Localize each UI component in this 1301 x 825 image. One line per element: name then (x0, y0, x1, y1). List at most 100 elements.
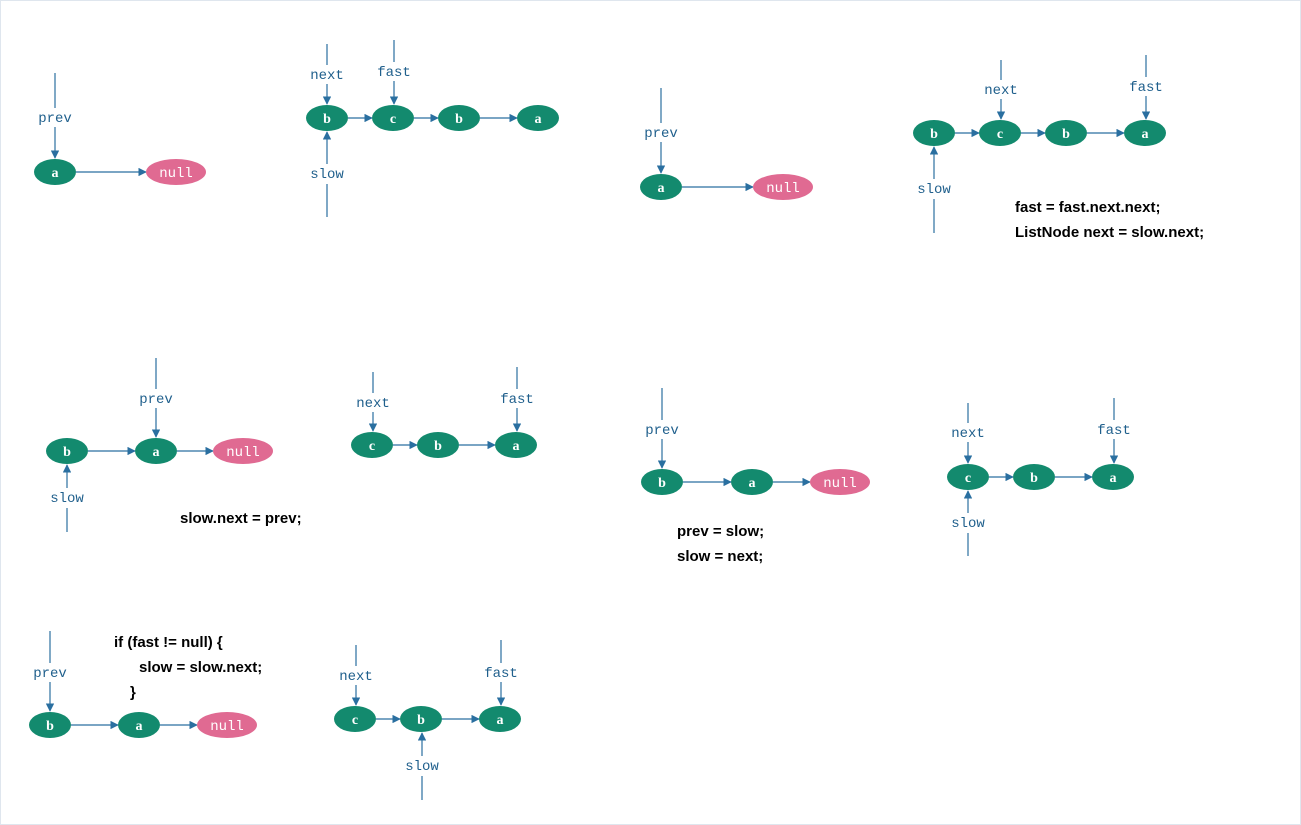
node-label: null (226, 445, 260, 461)
pointer-slow: slow (917, 146, 951, 233)
pointer-fast: fast (484, 640, 518, 706)
pointer-label: fast (500, 392, 534, 408)
pointer-next: next (951, 403, 985, 464)
pointer-slow: slow (405, 732, 439, 800)
list-node-c: c (351, 432, 393, 458)
list-node-shape (1124, 120, 1166, 146)
list-node-shape (640, 174, 682, 200)
pointer-slow: slow (310, 131, 344, 217)
list-node-c: c (334, 706, 376, 732)
list-node-b: b (306, 105, 348, 131)
pointer-label: slow (50, 491, 84, 507)
code-line: prev = slow; (677, 523, 764, 540)
null-node: null (213, 438, 273, 464)
list-node-b: b (913, 120, 955, 146)
list-node-b: b (1045, 120, 1087, 146)
pointer-label: fast (1129, 80, 1163, 96)
diagram-d5: b a null prev slow (46, 358, 273, 532)
null-node: null (810, 469, 870, 495)
node-label: b (658, 476, 666, 491)
node-label: null (823, 476, 857, 492)
node-label: b (455, 112, 463, 127)
node-label: b (46, 719, 54, 734)
pointer-label: prev (644, 126, 678, 142)
list-node-a: a (517, 105, 559, 131)
list-node-a: a (135, 438, 177, 464)
list-node-shape (46, 438, 88, 464)
code-block-code1: fast = fast.next.next;ListNode next = sl… (1015, 199, 1204, 241)
list-node-shape (517, 105, 559, 131)
list-node-shape (135, 438, 177, 464)
pointer-label: prev (38, 111, 72, 127)
code-line: } (130, 684, 136, 701)
node-label: a (535, 112, 542, 127)
diagram-d4: b c b a next fast slow (913, 55, 1166, 233)
list-node-a: a (1092, 464, 1134, 490)
list-node-shape (479, 706, 521, 732)
node-label: c (369, 439, 375, 454)
node-label: a (153, 445, 160, 460)
list-node-shape (400, 706, 442, 732)
list-node-c: c (979, 120, 1021, 146)
node-label: c (997, 127, 1003, 142)
null-node-shape (197, 712, 257, 738)
pointer-label: next (310, 68, 344, 84)
list-node-shape (1013, 464, 1055, 490)
pointer-label: prev (33, 666, 67, 682)
list-node-shape (1045, 120, 1087, 146)
list-node-a: a (34, 159, 76, 185)
pointer-label: slow (917, 182, 951, 198)
list-node-shape (731, 469, 773, 495)
pointer-label: next (984, 83, 1018, 99)
list-node-shape (947, 464, 989, 490)
pointer-slow: slow (951, 490, 985, 556)
node-label: null (210, 719, 244, 735)
pointer-label: fast (484, 666, 518, 682)
pointer-next: next (310, 44, 344, 105)
list-node-b: b (438, 105, 480, 131)
code-line: slow = slow.next; (114, 659, 262, 676)
pointer-prev: prev (38, 73, 72, 159)
node-label: b (323, 112, 331, 127)
null-node: null (197, 712, 257, 738)
node-label: a (513, 439, 520, 454)
node-label: a (1110, 471, 1117, 486)
diagram-d1: a null prev (34, 73, 206, 185)
null-node: null (146, 159, 206, 185)
pointer-label: next (356, 396, 390, 412)
list-node-b: b (400, 706, 442, 732)
pointer-next: next (356, 372, 390, 432)
pointer-fast: fast (1129, 55, 1163, 120)
list-node-shape (1092, 464, 1134, 490)
list-node-shape (438, 105, 480, 131)
pointer-label: prev (139, 392, 173, 408)
pointer-prev: prev (645, 388, 679, 469)
code-line: slow = next; (677, 548, 763, 565)
code-line: slow.next = prev; (180, 510, 302, 527)
pointer-prev: prev (644, 88, 678, 174)
code-line: ListNode next = slow.next; (1015, 224, 1204, 241)
list-node-a: a (1124, 120, 1166, 146)
list-node-a: a (479, 706, 521, 732)
code-line: if (fast != null) { (114, 634, 223, 651)
list-node-shape (495, 432, 537, 458)
node-label: a (1142, 127, 1149, 142)
list-node-a: a (731, 469, 773, 495)
pointer-label: slow (405, 759, 439, 775)
diagram-d7: b a null prev (641, 388, 870, 495)
node-label: null (766, 181, 800, 197)
node-label: a (658, 181, 665, 196)
diagram-d2: b c b a next fast slow (306, 40, 559, 217)
node-label: a (52, 166, 59, 181)
list-node-c: c (372, 105, 414, 131)
list-node-shape (351, 432, 393, 458)
list-node-b: b (46, 438, 88, 464)
pointer-fast: fast (377, 40, 411, 105)
pointer-fast: fast (500, 367, 534, 432)
node-label: b (417, 713, 425, 728)
list-node-b: b (641, 469, 683, 495)
